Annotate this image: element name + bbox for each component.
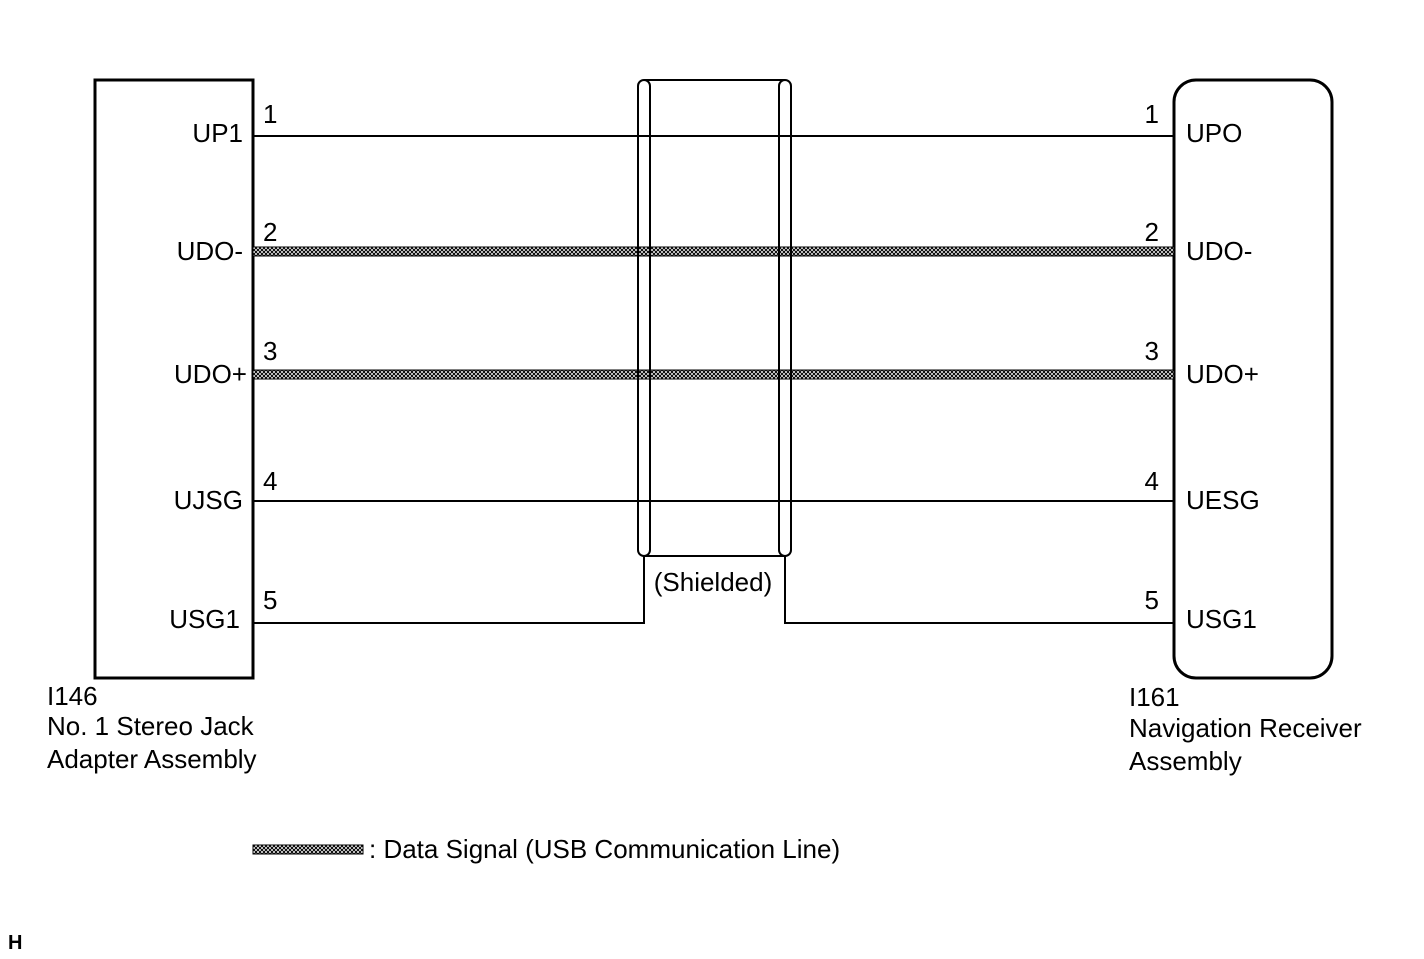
right-pin-2-number: 2 (1145, 217, 1159, 247)
right-pin-3-name: UDO+ (1186, 359, 1259, 389)
shield-right-tube (778, 79, 792, 557)
legend-data-signal-swatch (252, 844, 364, 855)
left-connector-name-line2: Adapter Assembly (47, 744, 257, 774)
legend-text: : Data Signal (USB Communication Line) (369, 834, 840, 864)
shield-label: (Shielded) (654, 567, 773, 597)
left-pin-1-number: 1 (263, 99, 277, 129)
left-pin-4-number: 4 (263, 466, 277, 496)
right-connector-code: I161 (1129, 682, 1180, 712)
left-pin-3-number: 3 (263, 336, 277, 366)
wire-5-right (784, 556, 1174, 624)
wire-3-data-signal (252, 369, 1175, 380)
left-pin-4-name: UJSG (174, 485, 243, 515)
right-connector-name-line2: Assembly (1129, 746, 1242, 776)
left-pin-2-name: UDO- (177, 236, 243, 266)
right-pin-5-number: 5 (1145, 585, 1159, 615)
right-pin-1-number: 1 (1145, 99, 1159, 129)
left-pin-5-name: USG1 (169, 604, 240, 634)
right-connector-name-line1: Navigation Receiver (1129, 713, 1362, 743)
left-connector-name-line1: No. 1 Stereo Jack (47, 711, 255, 741)
wire-2-data-signal (252, 246, 1175, 257)
corner-mark: H (8, 932, 22, 954)
right-pin-5-name: USG1 (1186, 604, 1257, 634)
shield-left-tube (637, 79, 651, 557)
right-pin-4-name: UESG (1186, 485, 1260, 515)
right-pin-2-name: UDO- (1186, 236, 1252, 266)
left-pin-2-number: 2 (263, 217, 277, 247)
left-pin-3-name: UDO+ (174, 359, 247, 389)
right-pin-3-number: 3 (1145, 336, 1159, 366)
right-pin-1-name: UPO (1186, 118, 1242, 148)
wire-5-left (253, 556, 645, 624)
right-pin-4-number: 4 (1145, 466, 1159, 496)
left-pin-1-name: UP1 (192, 118, 243, 148)
left-connector-code: I146 (47, 681, 98, 711)
left-pin-5-number: 5 (263, 585, 277, 615)
